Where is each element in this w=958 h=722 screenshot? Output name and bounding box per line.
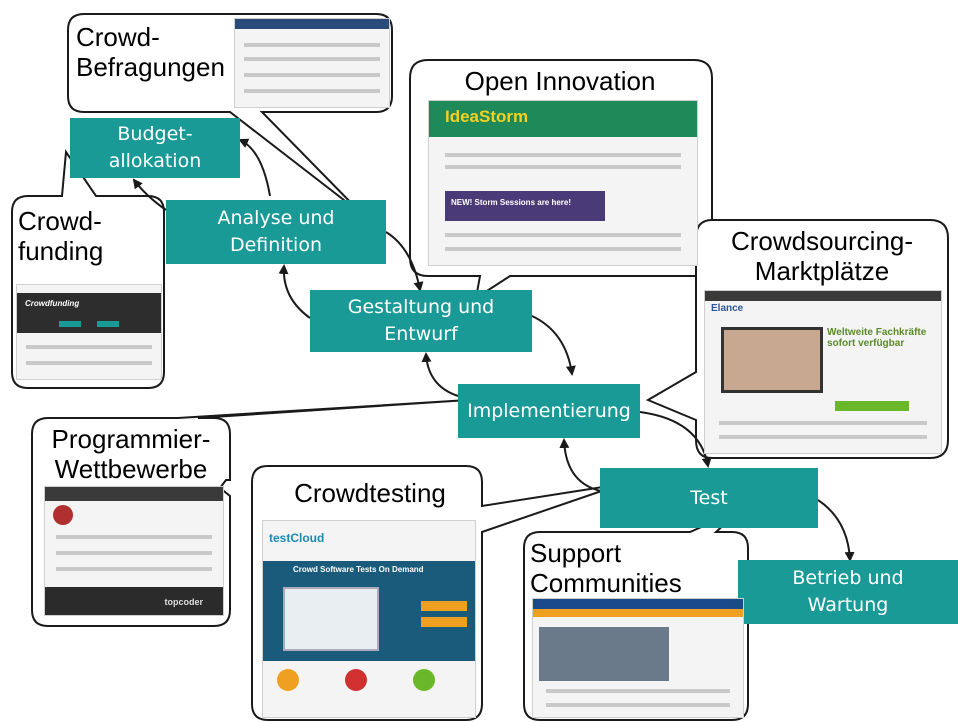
arrow-analyse-to-budget xyxy=(238,138,271,197)
ideastorm-banner: NEW! Storm Sessions are here! xyxy=(451,198,572,207)
implementierung-box: Implementierung xyxy=(458,384,640,438)
testcloud-logo: testCloud xyxy=(269,531,325,545)
callout-title-befragungen: Crowd- Befragungen xyxy=(76,22,225,82)
arrow-test-to-betrieb xyxy=(817,499,855,562)
elance-screenshot: Elance Weltweite Fachkräfte sofort verfü… xyxy=(704,290,942,454)
arrow-gestaltung-to-implementierung xyxy=(531,315,576,376)
testcloud-headline: Crowd Software Tests On Demand xyxy=(293,565,424,574)
arrow-gestaltung-to-analyse xyxy=(278,264,311,319)
crowdfunding-screenshot: Crowdfunding xyxy=(16,284,162,380)
ideastorm-screenshot: IdeaStorm NEW! Storm Sessions are here! xyxy=(428,100,698,266)
callout-title-marktplaetze: Crowdsourcing- Marktplätze xyxy=(730,226,914,286)
elance-headline: Weltweite Fachkräfte sofort verfügbar xyxy=(827,327,927,349)
support-communities-screenshot xyxy=(532,598,744,718)
arrow-test-to-implementierung xyxy=(559,438,607,493)
topcoder-screenshot: topcoder xyxy=(44,486,224,616)
arrow-implementierung-to-test xyxy=(639,411,712,468)
callout-title-open-innovation: Open Innovation xyxy=(464,66,656,96)
ideastorm-logo: IdeaStorm xyxy=(445,107,529,126)
testcloud-screenshot: testCloud Crowd Software Tests On Demand xyxy=(262,520,476,718)
gestaltung-entwurf-box: Gestaltung und Entwurf xyxy=(310,290,532,352)
elance-logo: Elance xyxy=(711,303,744,314)
arrow-analyse-to-gestaltung xyxy=(385,231,424,292)
callout-title-programmier: Programmier- Wettbewerbe xyxy=(51,424,211,484)
analyse-definition-box: Analyse und Definition xyxy=(166,200,386,264)
test-box: Test xyxy=(600,468,818,528)
betrieb-wartung-box: Betrieb und Wartung xyxy=(738,560,958,624)
befragungen-screenshot xyxy=(234,18,390,108)
callout-title-crowdtesting: Crowdtesting xyxy=(294,478,446,508)
callout-title-crowdfunding: Crowd- funding xyxy=(18,206,104,266)
topcoder-logo: topcoder xyxy=(164,597,203,607)
budget-allokation-box: Budget- allokation xyxy=(70,118,240,178)
crowdfunding-logo: Crowdfunding xyxy=(25,299,80,308)
callout-title-support: Support Communities xyxy=(530,538,682,598)
arrow-implementierung-to-gestaltung xyxy=(421,352,459,397)
arrow-analyse-to-budget-2 xyxy=(132,178,167,211)
